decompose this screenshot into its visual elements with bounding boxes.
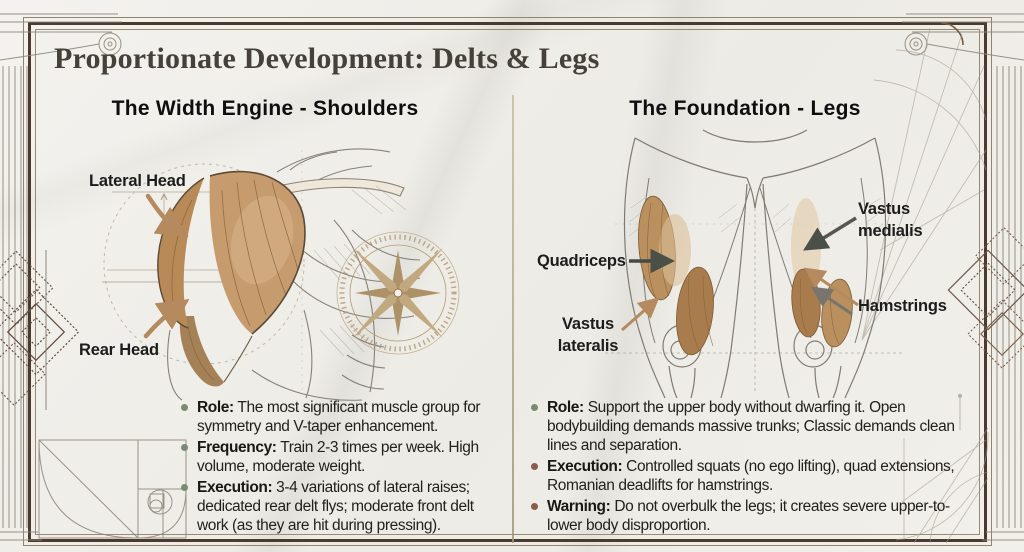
shoulder-anatomy-illustration: [102, 148, 421, 401]
bullet-dot: [531, 463, 538, 470]
bullet-label: Frequency:: [197, 439, 277, 456]
frame-inner-line: [35, 29, 980, 535]
deltoid-muscle: [157, 170, 306, 387]
left-panel-heading: The Width Engine - Shoulders: [111, 97, 419, 120]
bullet-label: Warning:: [547, 498, 611, 515]
bullet-text: Train 2-3 times per week. High volume, m…: [197, 439, 479, 475]
corner-arc: [940, 22, 964, 46]
hamstrings-arrow-gray: [811, 286, 853, 316]
legs-anatomy-illustration: [605, 129, 905, 399]
geometric-sketch-lines-icon: [861, 27, 987, 430]
bullet-text: Support the upper body without dwarfing …: [547, 399, 955, 454]
bullet-label: Execution:: [547, 458, 623, 475]
pencil-hatching: [628, 197, 884, 237]
panel-divider: [512, 95, 514, 543]
bullet-item-execution: Execution: Controlled squats (no ego lif…: [531, 457, 969, 495]
bullet-item-role: Role: Support the upper body without dwa…: [531, 398, 969, 455]
label-vastus-medialis: Vastus medialis: [858, 200, 923, 240]
bullet-text: 3-4 variations of lateral raises; dedica…: [197, 479, 474, 534]
torso-sketch: [167, 148, 421, 401]
classical-column-icon: [0, 13, 122, 541]
bullet-dot: [181, 484, 188, 491]
label-lateral-head: Lateral Head: [89, 172, 186, 190]
label-vastus-lateralis: Vastus lateralis: [557, 315, 619, 355]
legs-bullet-list: Role: Support the upper body without dwa…: [531, 398, 969, 537]
bullet-dot: [181, 404, 188, 411]
bullet-item-execution: Execution: 3-4 variations of lateral rai…: [181, 478, 507, 535]
right-panel-heading: The Foundation - Legs: [629, 97, 861, 120]
label-rear-head: Rear Head: [79, 341, 159, 359]
vastus-lateralis-arrow: [621, 297, 660, 332]
label-hamstrings: Hamstrings: [858, 297, 947, 315]
golden-ratio-spiral-icon: [38, 439, 187, 539]
bullet-label: Execution:: [197, 479, 273, 496]
bullet-item-warning: Warning: Do not overbulk the legs; it cr…: [531, 497, 969, 535]
bullet-label: Role:: [547, 399, 584, 416]
bullet-dot: [181, 444, 188, 451]
rear-head-arrow: [143, 299, 190, 339]
label-quadriceps: Quadriceps: [537, 252, 626, 270]
pencil-hatching: [313, 185, 407, 357]
frame-main-border: [28, 22, 987, 542]
page-title: Proportionate Development: Delts & Legs: [54, 42, 600, 75]
geometric-sketch-lines-icon: [895, 427, 989, 544]
bullet-dot: [531, 503, 538, 510]
frame-outer-line: [23, 17, 992, 546]
construction-lines: [605, 208, 905, 393]
bullet-label: Role:: [197, 399, 234, 416]
bullet-item-role: Role: The most significant muscle group …: [181, 398, 507, 436]
bullet-text: Do not overbulk the legs; it creates sev…: [547, 498, 950, 534]
bullet-item-frequency: Frequency: Train 2-3 times per week. Hig…: [181, 438, 507, 476]
lateral-head-arrow: [145, 193, 189, 237]
compass-rose-icon: [336, 231, 460, 355]
bullet-text: Controlled squats (no ego lifting), quad…: [547, 458, 955, 494]
bullet-text: The most significant muscle group for sy…: [197, 399, 481, 435]
shoulder-bullet-list: Role: The most significant muscle group …: [181, 398, 507, 537]
vastus-medialis-arrow: [803, 216, 857, 251]
bullet-dot: [531, 404, 538, 411]
